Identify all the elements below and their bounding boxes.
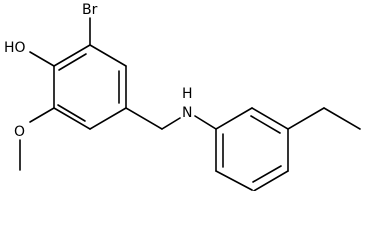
bond (89, 44, 127, 67)
atom-ho-label: HO (4, 40, 26, 56)
bond (252, 170, 289, 191)
double-bond-inner (250, 115, 281, 134)
bond-to-o (29, 107, 55, 123)
atom-o-label: O (14, 124, 25, 140)
double-bond-inner (57, 104, 86, 122)
left-benzene-ring (53, 44, 127, 130)
bond (53, 107, 91, 130)
bond-ch2-n (161, 117, 181, 130)
double-bond-inner (252, 165, 282, 183)
bond (215, 107, 253, 130)
right-benzene-ring (215, 107, 289, 191)
chemical-structure: Br HO O H N (4, 2, 361, 191)
bond (53, 44, 91, 67)
bond (215, 170, 253, 191)
bond-ethyl-ch2 (287, 107, 325, 130)
double-bond-inner (58, 53, 87, 71)
bond (89, 107, 127, 130)
bond (251, 107, 289, 130)
atom-n-label: N (182, 105, 192, 121)
atom-br-label: Br (82, 2, 98, 18)
bond-ch2 (125, 107, 163, 130)
bond-to-oh (29, 51, 55, 67)
atom-nh-h-label: H (182, 86, 193, 102)
bond-ethyl-ch3 (323, 107, 361, 130)
bond-n-ring (194, 115, 217, 130)
